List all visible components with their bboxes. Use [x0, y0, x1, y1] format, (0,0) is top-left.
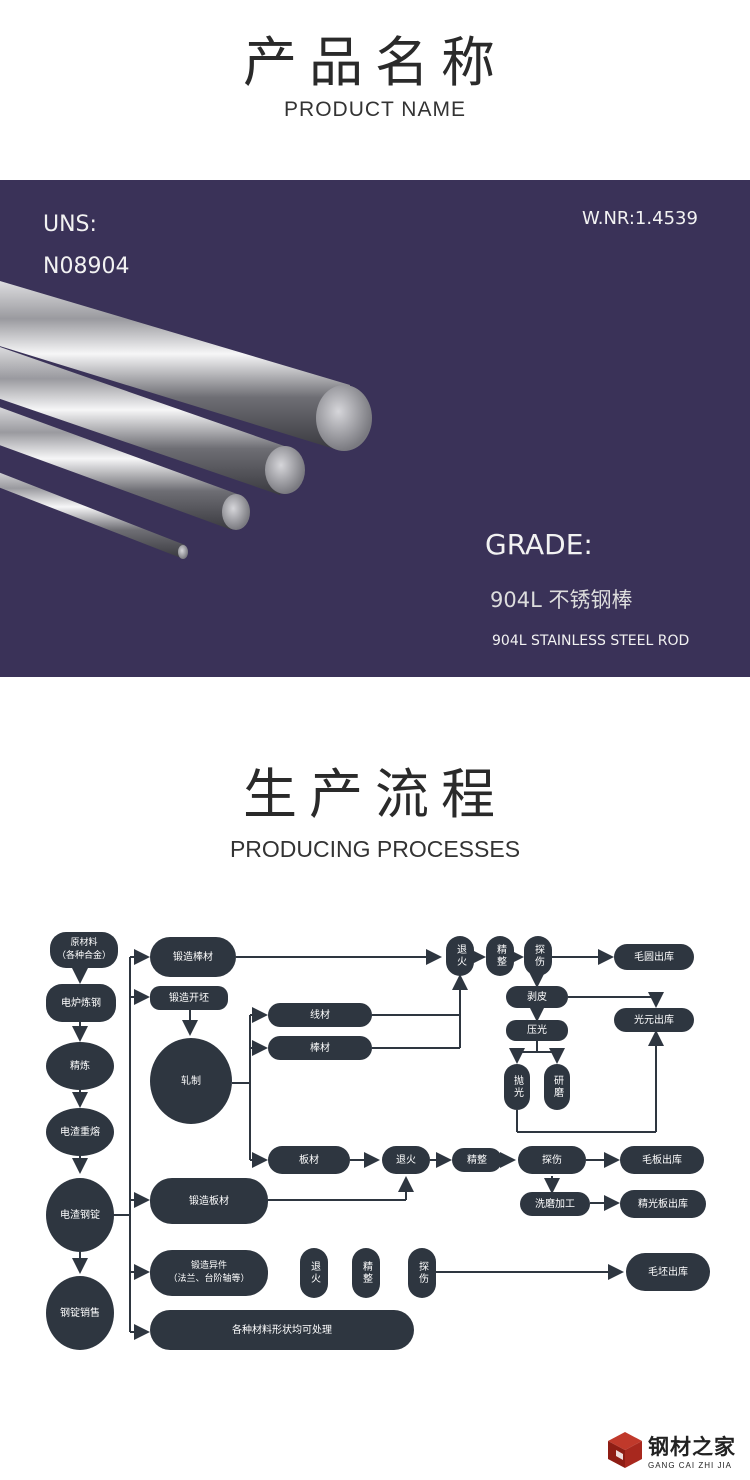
rod-medium: [0, 346, 305, 495]
node-plate: 板材: [268, 1146, 350, 1174]
node-refining: 精炼: [46, 1042, 114, 1090]
node-grind: 研磨: [544, 1064, 570, 1110]
process-title: 生产流程: [243, 763, 507, 826]
cube-logo-icon: [608, 1432, 642, 1468]
node-forge-billet: 锻造开坯: [150, 986, 228, 1010]
node-fine-plate-out: 精光板出库: [620, 1190, 706, 1218]
node-electric-furnace: 电炉炼钢: [46, 984, 116, 1022]
node-forge-plate: 锻造板材: [150, 1178, 268, 1224]
process-subtitle: PRODUCING PROCESSES: [229, 836, 521, 862]
rod-thin: [0, 472, 188, 559]
node-plate-anneal: 退火: [382, 1146, 430, 1174]
page-title: 产品名称: [243, 31, 507, 94]
rod-small: [0, 407, 250, 530]
node-finish: 精整: [486, 936, 514, 976]
grade-cn: 904L 不锈钢棒: [490, 588, 633, 612]
node-wash-process: 洗磨加工: [520, 1192, 590, 1216]
node-sp-finish: 精整: [352, 1248, 380, 1298]
node-sp-anneal: 退火: [300, 1248, 328, 1298]
page-subtitle: PRODUCT NAME: [284, 98, 466, 121]
node-forge-bar: 锻造棒材: [150, 937, 236, 977]
node-esr: 电渣重熔: [46, 1108, 114, 1156]
steel-rods-image: [0, 280, 372, 559]
node-sp-inspect: 探伤: [408, 1248, 436, 1298]
node-rolling: 轧制: [150, 1038, 232, 1124]
logo-name-en: GANG CAI ZHI JIA: [648, 1460, 733, 1470]
node-press-light: 压光: [506, 1020, 568, 1041]
node-rough-round-out: 毛圆出库: [614, 944, 694, 970]
product-banner: UNS: N08904 W.NR:1.4539 GRADE: 904L 不锈钢棒…: [0, 180, 750, 677]
uns-value: N08904: [43, 254, 130, 279]
node-forge-special: 锻造异件 （法兰、台阶轴等）: [150, 1250, 268, 1296]
grade-label: GRADE:: [485, 528, 593, 561]
node-rough-blank-out: 毛坯出库: [626, 1253, 710, 1291]
uns-label: UNS:: [43, 212, 97, 237]
grade-en: 904L STAINLESS STEEL ROD: [492, 633, 690, 649]
node-plate-inspect: 探伤: [518, 1146, 586, 1174]
node-bar: 棒材: [268, 1036, 372, 1060]
node-ingot-sale: 钢锭销售: [46, 1276, 114, 1350]
node-inspect: 探伤: [524, 936, 552, 976]
process-flowchart: 原材料 （各种合金） 电炉炼钢 精炼 电渣重熔 电渣钢锭 钢锭销售 锻造棒材 锻…: [0, 920, 750, 1380]
node-any-shape: 各种材料形状均可处理: [150, 1310, 414, 1350]
logo-name-cn: 钢材之家: [648, 1434, 736, 1459]
node-anneal: 退火: [446, 936, 474, 976]
wnr-value: W.NR:1.4539: [582, 208, 698, 229]
node-plate-finish: 精整: [452, 1148, 502, 1172]
brand-logo: 钢材之家 GANG CAI ZHI JIA: [606, 1430, 736, 1470]
node-esr-ingot: 电渣钢锭: [46, 1178, 114, 1252]
rod-large: [0, 280, 372, 451]
node-polish: 抛光: [504, 1064, 530, 1110]
node-peel: 剥皮: [506, 986, 568, 1008]
node-rough-plate-out: 毛板出库: [620, 1146, 704, 1174]
flow-connectors: [72, 949, 664, 1340]
node-wire: 线材: [268, 1003, 372, 1027]
node-raw-material: 原材料 （各种合金）: [50, 932, 118, 968]
node-bright-round-out: 光元出库: [614, 1008, 694, 1032]
